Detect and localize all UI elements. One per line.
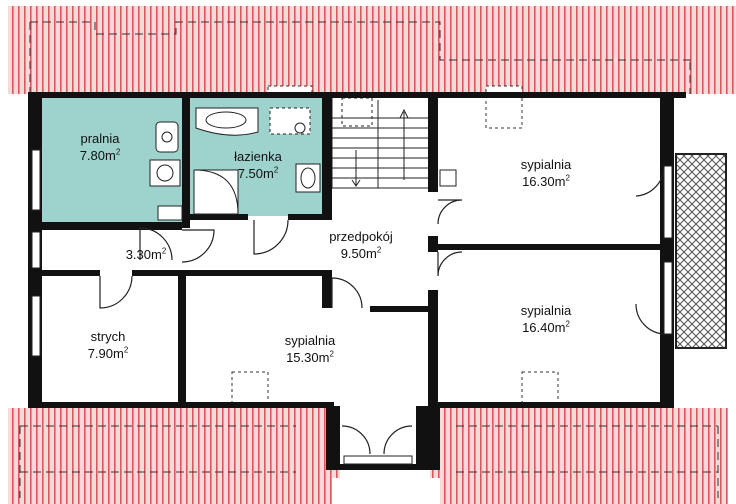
room-area: 7.80 [79,148,106,163]
room-area: 7.90 [87,346,114,361]
area-unit: m [366,246,377,261]
room-name: sypialnia [284,333,336,348]
area-exponent: 2 [273,165,279,175]
room-label-sypialnia-1: sypialnia 16.30m2 [521,156,572,190]
area-exponent: 2 [329,349,334,359]
room-label-strych: strych 7.90m2 [88,328,129,362]
room-name: pralnia [80,131,120,146]
area-unit: m [318,350,330,365]
room-area: 16.30 [522,174,555,189]
area-unit: m [554,320,566,335]
area-unit: m [263,166,274,181]
room-area: 7.50 [237,166,264,181]
area-exponent: 2 [161,246,167,256]
room-label-przedpokoj: przedpokój 9.50m2 [329,228,393,262]
area-unit: m [113,346,124,361]
staircase [331,95,431,189]
roof-bottom [8,371,728,504]
area-unit: m [554,174,566,189]
area-exponent: 2 [123,345,129,355]
room-name: przedpokój [329,229,393,244]
room-name: sypialnia [520,157,572,172]
room-area: 16.40 [522,320,555,335]
area-exponent: 2 [376,245,382,255]
area-unit: m [105,148,116,163]
room-area: 3.30 [125,247,152,262]
room-name: sypialnia [520,303,572,318]
balcony [675,153,727,349]
doors [99,165,665,455]
room-name: łazienka [234,149,282,164]
room-label-korytarz: 3.30m2 [126,246,167,263]
area-unit: m [151,247,162,262]
room-area: 9.50 [340,246,367,261]
windows [31,149,673,465]
area-exponent: 2 [565,173,570,183]
fixtures [149,107,457,221]
room-label-sypialnia-2: sypialnia 16.40m2 [521,302,572,336]
room-label-sypialnia-3: sypialnia 15.30m2 [285,332,336,366]
room-label-pralnia: pralnia 7.80m2 [80,130,121,164]
room-area: 15.30 [286,350,319,365]
room-label-lazienka: łazienka 7.50m2 [234,148,282,182]
room-name: strych [90,329,126,344]
area-exponent: 2 [115,147,121,157]
area-exponent: 2 [565,319,570,329]
